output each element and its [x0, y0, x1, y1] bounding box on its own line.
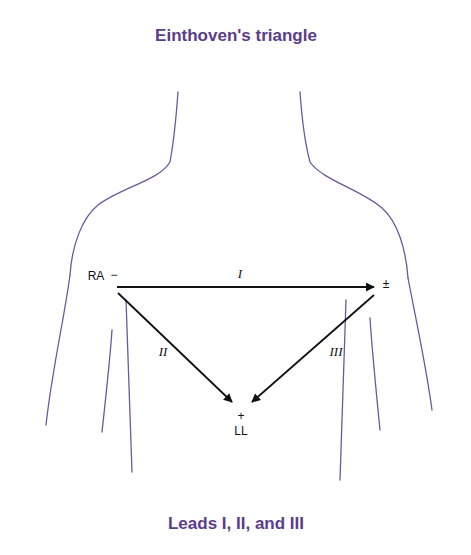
- electrode-name: RA: [88, 269, 105, 283]
- torso-line: [340, 300, 346, 480]
- arm-line: [102, 330, 112, 432]
- polarity-sign: −: [110, 268, 117, 282]
- title: Einthoven's triangle: [155, 26, 317, 46]
- torso-line: [126, 300, 132, 472]
- lead-number: III: [330, 344, 343, 360]
- lead-number: II: [159, 344, 168, 360]
- arm-line: [408, 278, 432, 410]
- neck-line: [300, 92, 408, 278]
- electrode-name: LL: [234, 424, 247, 438]
- caption: Leads I, II, and III: [168, 514, 304, 534]
- lead-arrow: [117, 286, 374, 288]
- lead-arrow: [252, 295, 374, 402]
- polarity-sign: ±: [383, 277, 390, 291]
- neck-line: [70, 92, 178, 275]
- arm-line: [370, 318, 380, 430]
- polarity-sign: +: [237, 409, 244, 423]
- lead-arrow: [118, 293, 232, 402]
- arm-line: [46, 275, 70, 425]
- lead-number: I: [238, 266, 242, 282]
